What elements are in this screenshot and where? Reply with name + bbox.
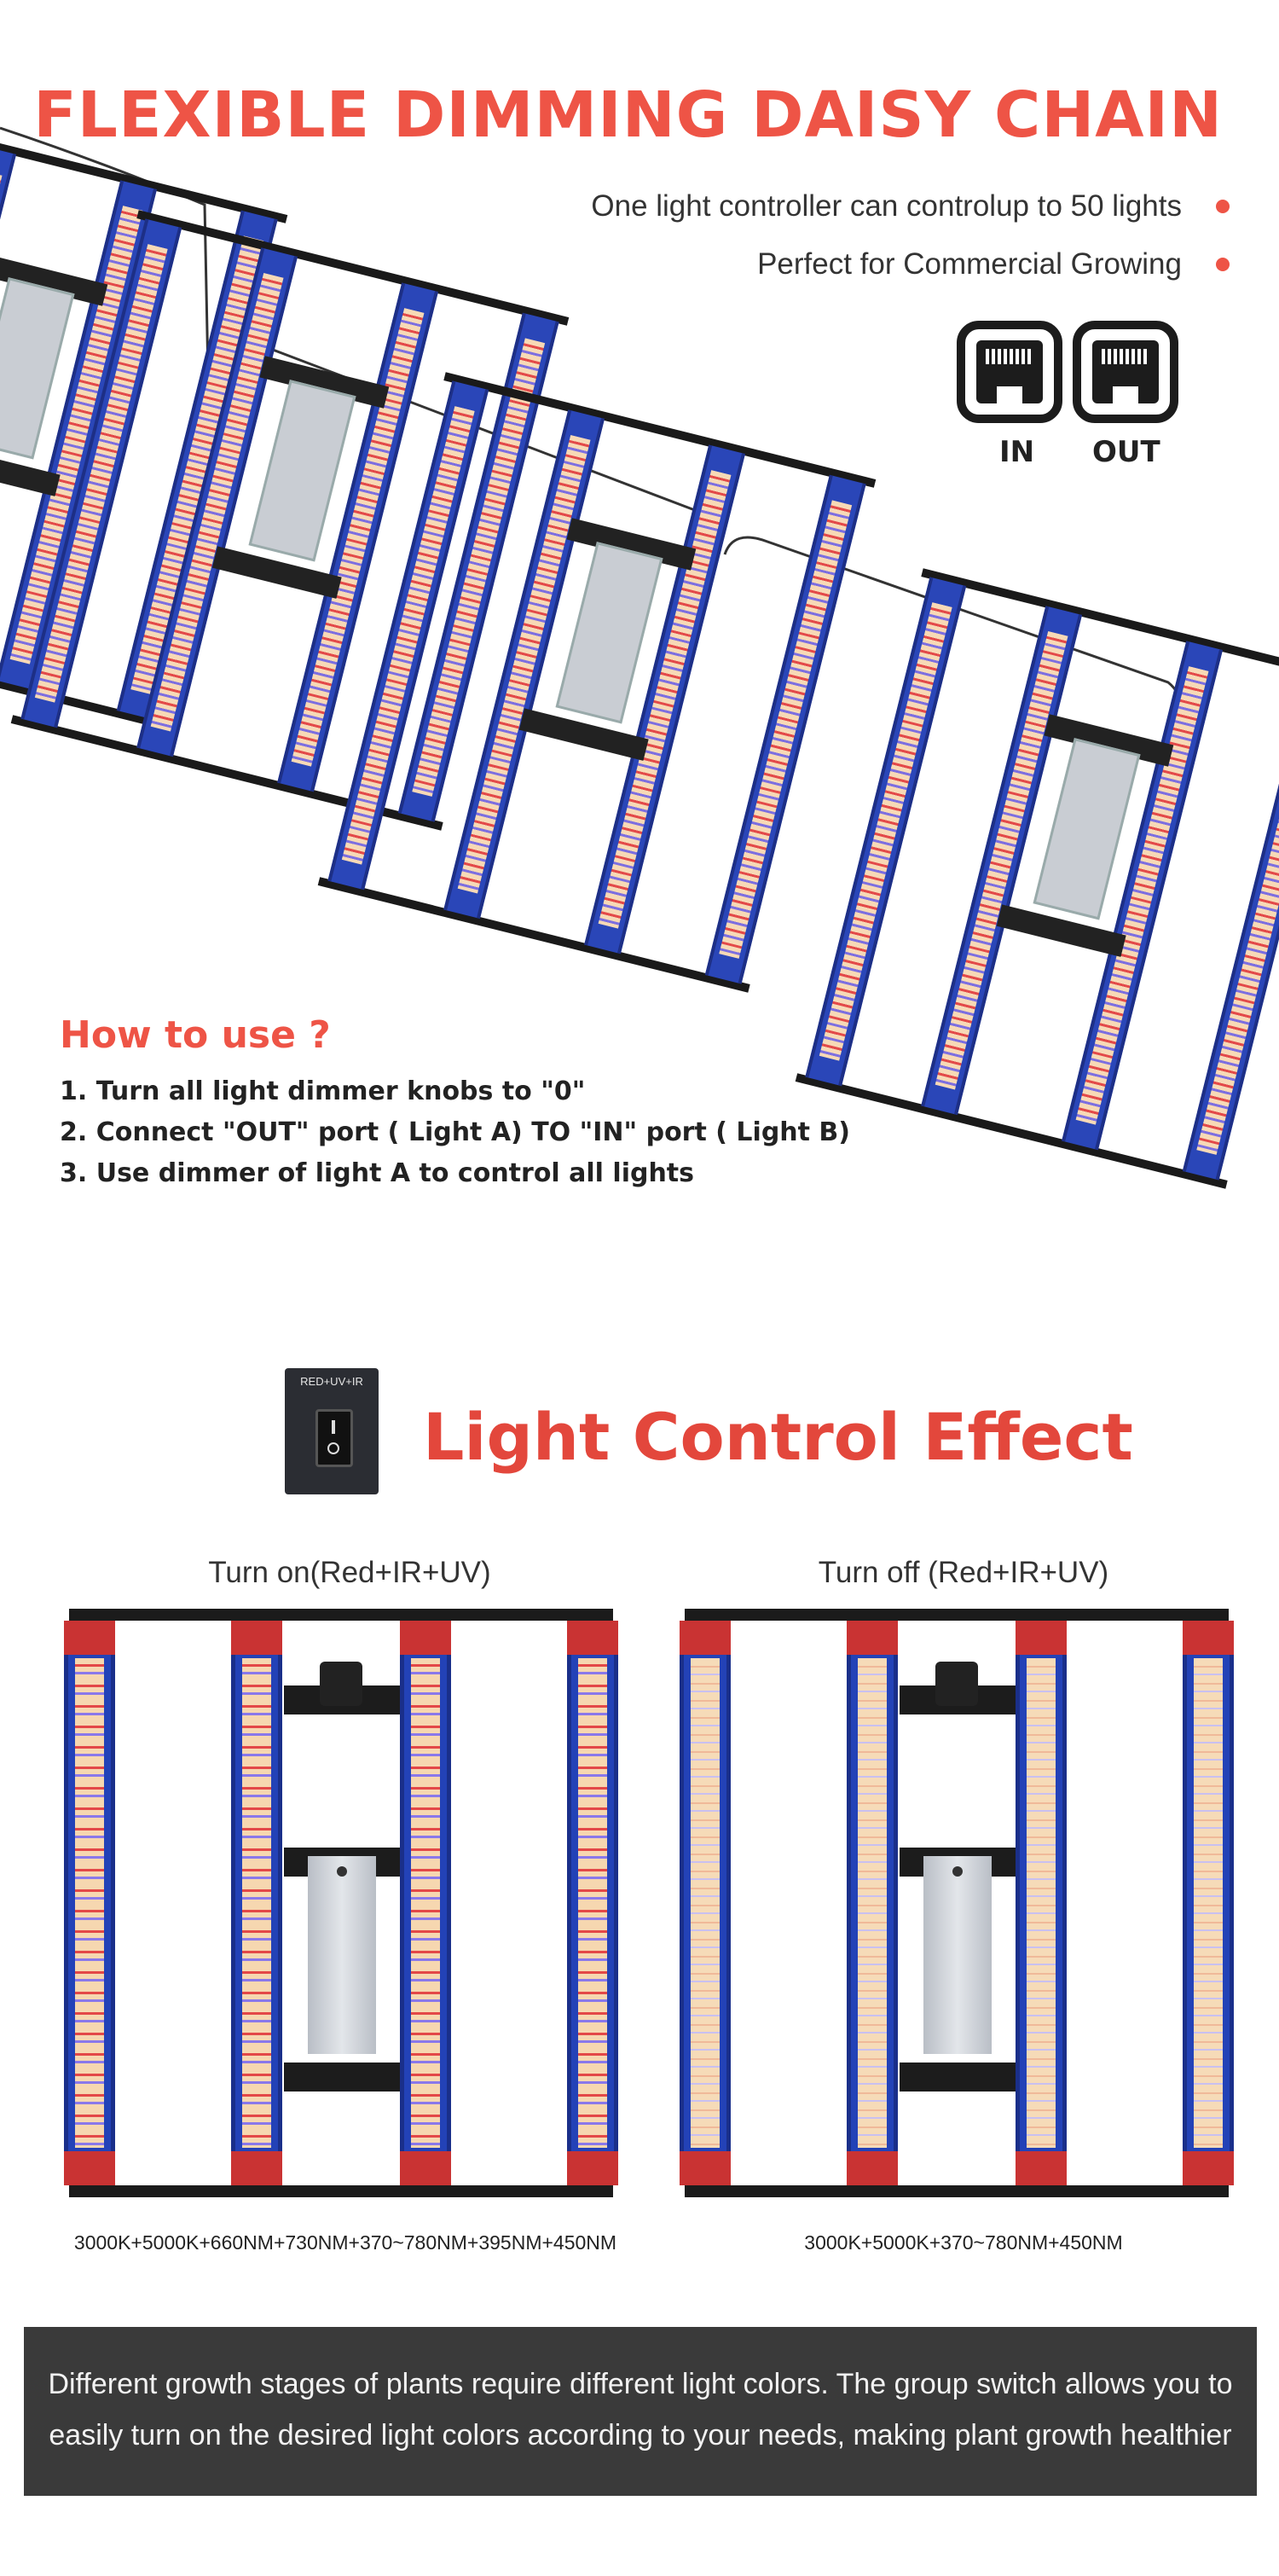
instruction-step: 2. Connect "OUT" port ( Light A) TO "IN"… xyxy=(60,1117,851,1147)
how-to-use-heading: How to use ? xyxy=(60,1013,331,1057)
port-out-label: OUT xyxy=(1092,435,1160,469)
bullet-dot-icon xyxy=(1216,200,1230,213)
panel-caption-on: Turn on(Red+IR+UV) xyxy=(208,1556,491,1589)
spectrum-spec-on: 3000K+5000K+660NM+730NM+370~780NM+395NM+… xyxy=(73,2231,617,2254)
instruction-step: 1. Turn all light dimmer knobs to "0" xyxy=(60,1076,586,1106)
rocker-switch-icon: RED+UV+IR xyxy=(285,1368,379,1494)
banner-text-line: easily turn on the desired light colors … xyxy=(49,2419,1232,2451)
port-in-label: IN xyxy=(999,435,1035,469)
rj45-port-in-icon xyxy=(957,321,1062,423)
instruction-step: 3. Use dimmer of light A to control all … xyxy=(60,1158,695,1188)
panel-caption-off: Turn off (Red+IR+UV) xyxy=(818,1556,1109,1589)
feature-text: Perfect for Commercial Growing xyxy=(757,247,1182,281)
banner-text-line: Different growth stages of plants requir… xyxy=(48,2368,1233,2400)
bullet-dot-icon xyxy=(1216,258,1230,271)
grow-light-panel-on xyxy=(64,1609,618,2197)
page-title: FLEXIBLE DIMMING DAISY CHAIN xyxy=(33,78,1223,152)
grow-light-panel-off xyxy=(680,1609,1234,2197)
feature-item: Perfect for Commercial Growing xyxy=(757,247,1230,281)
rj45-port-out-icon xyxy=(1073,321,1178,423)
switch-label: RED+UV+IR xyxy=(300,1375,363,1388)
feature-item: One light controller can controlup to 50… xyxy=(591,189,1230,223)
feature-text: One light controller can controlup to 50… xyxy=(591,189,1182,223)
spectrum-spec-off: 3000K+5000K+370~780NM+450NM xyxy=(804,2231,1123,2254)
light-control-heading: Light Control Effect xyxy=(423,1399,1133,1475)
description-banner: Different growth stages of plants requir… xyxy=(24,2327,1257,2496)
